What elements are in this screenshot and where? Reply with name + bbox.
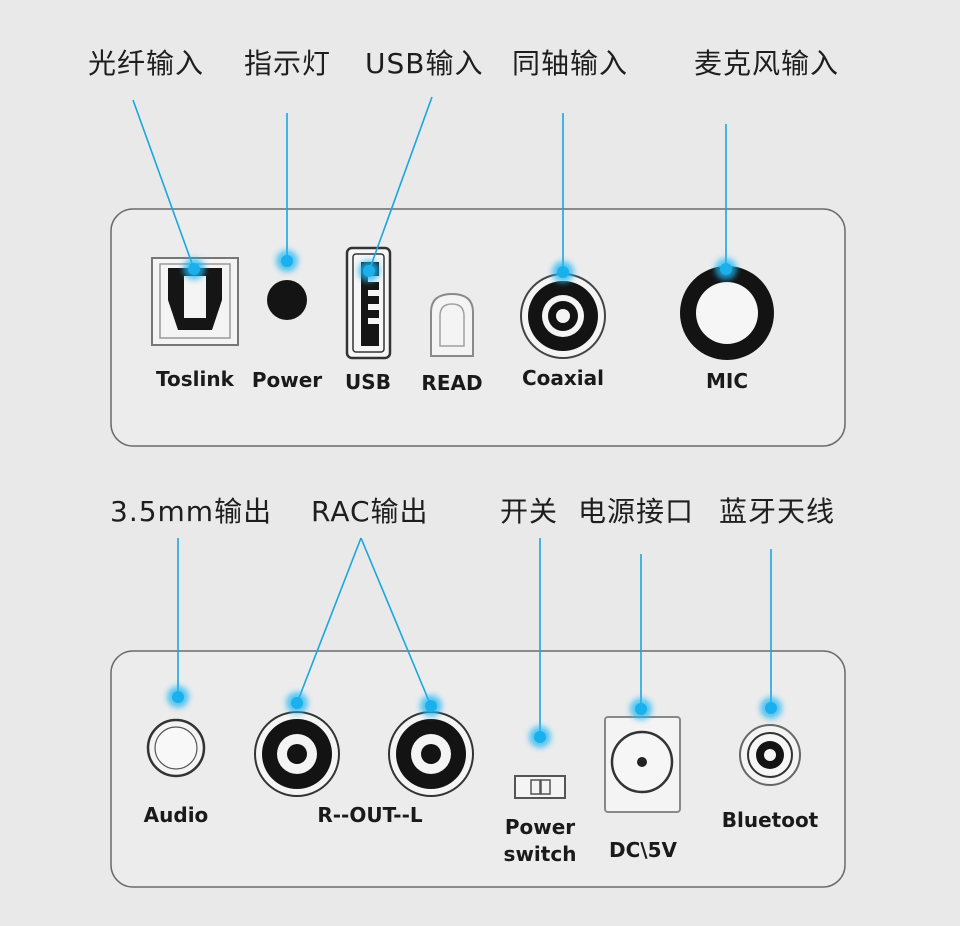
power-switch [514,775,566,799]
callout-mic-input: 麦克风输入 [694,47,840,80]
callout-coaxial-input: 同轴输入 [512,47,629,80]
highlight-dots [167,250,782,748]
coaxial-port [520,273,606,359]
callout-optical-input: 光纤输入 [88,47,205,80]
label-read: READ [421,371,483,395]
audio-jack [146,718,206,778]
callout-rac-output: RAC输出 [311,495,429,528]
label-audio: Audio [143,803,209,827]
callout-usb-input: USB输入 [365,47,484,80]
toslink-port [151,257,239,346]
bottom-panel [110,650,846,888]
leader-rac-r [296,537,362,704]
dc-power-port [604,716,681,813]
leader-rac-l [360,537,432,707]
label-bluetooth: Bluetoot [721,808,819,832]
leader-optical [132,99,195,270]
callout-bt-antenna: 蓝牙天线 [719,495,836,528]
bluetooth-antenna-connector [739,724,801,786]
label-mic: MIC [705,369,749,393]
callout-3.5mm-output: 3.5mm输出 [110,495,273,528]
label-usb: USB [345,370,391,394]
label-power-switch-line1: Power [504,815,576,839]
label-toslink: Toslink [156,367,234,391]
label-power: Power [251,368,323,392]
mic-port [680,266,774,360]
label-dc-5v: DC\5V [609,838,677,862]
label-rca-output: R--OUT--L [317,803,423,827]
read-card-slot [430,292,474,357]
callout-power-port: 电源接口 [578,495,695,528]
rca-right-jack [254,711,340,797]
label-power-switch-line2: switch [503,842,577,866]
label-coaxial: Coaxial [521,366,605,390]
callout-switch: 开关 [500,495,559,528]
leader-usb [368,96,433,272]
callout-indicator: 指示灯 [244,47,332,80]
usb-port [345,246,392,360]
power-indicator-led [267,280,307,320]
rca-left-jack [388,711,474,797]
